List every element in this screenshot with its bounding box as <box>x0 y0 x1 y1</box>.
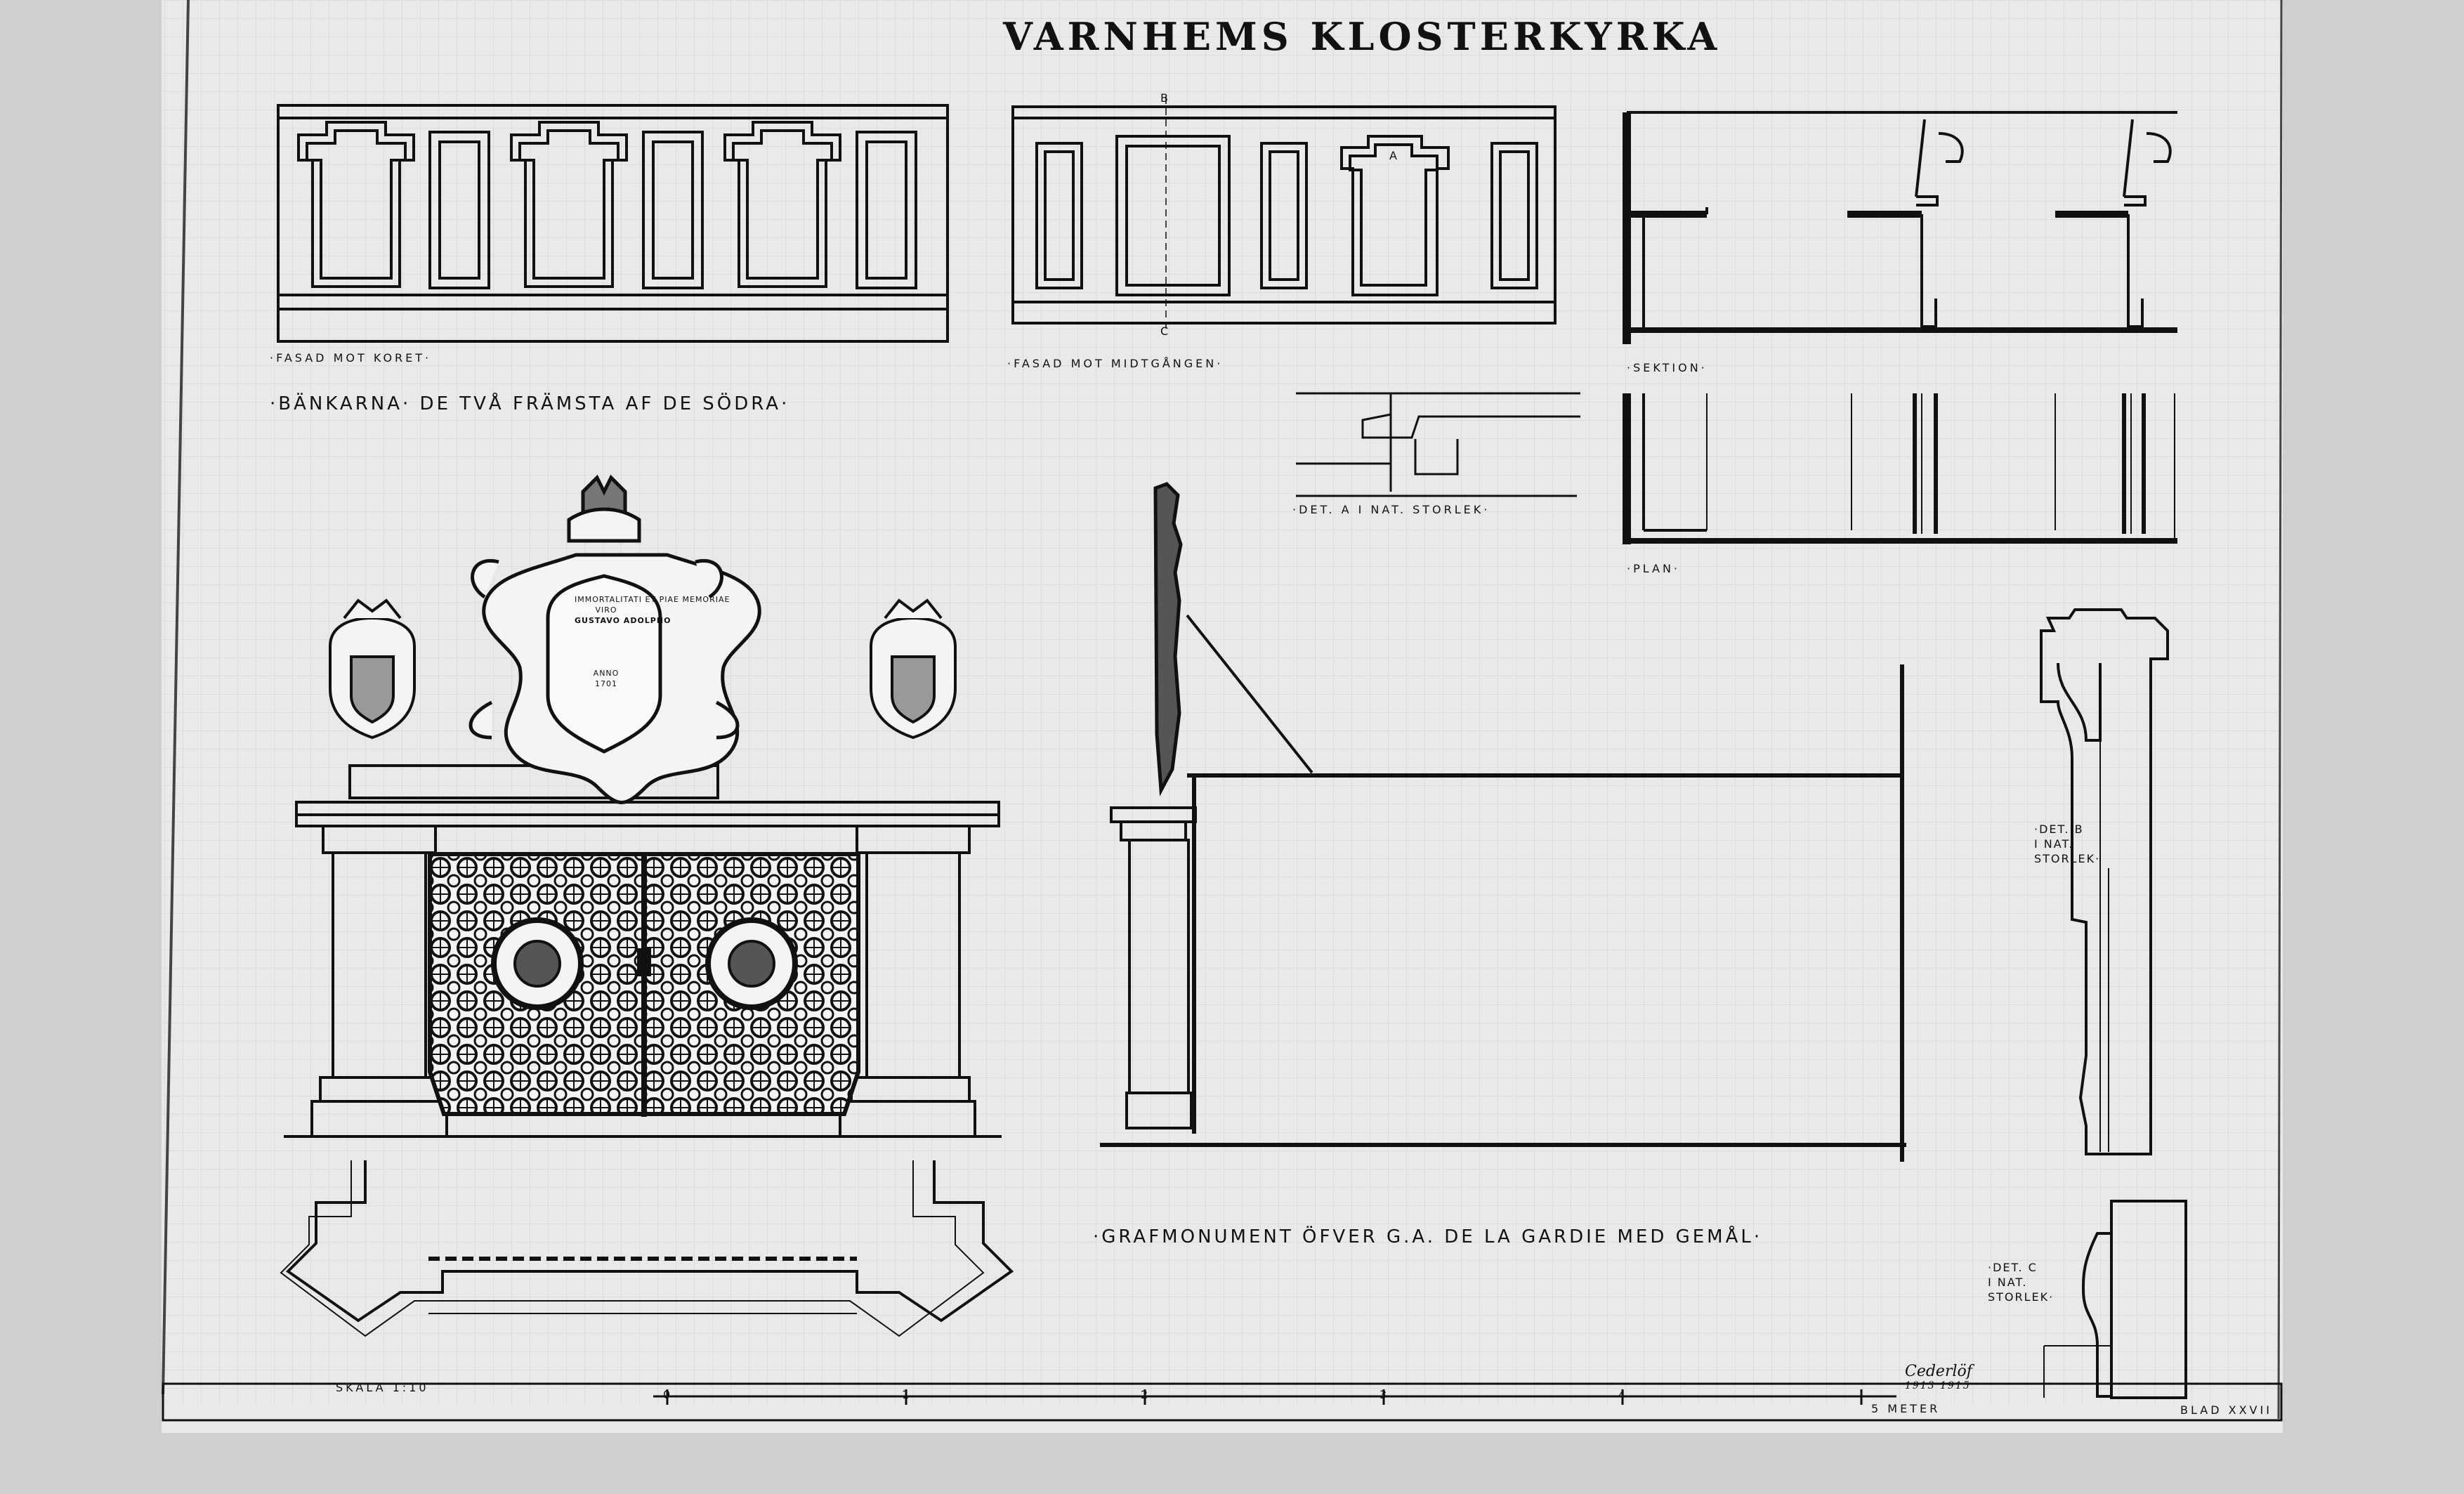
detail-c-profile <box>2043 1200 2187 1399</box>
facade-aisle-elevation <box>1011 97 1557 330</box>
section-drawing <box>1623 111 2177 344</box>
marker-c: C <box>1160 325 1172 338</box>
sheet-title: VARNHEMS KLOSTERKYRKA <box>1003 14 1722 59</box>
plaque-inscription: IMMORTALITATI ET PIAE MEMORIAE VIRO GUST… <box>575 595 729 688</box>
scale-bar <box>653 1389 1896 1405</box>
sheet-number: BLAD XXVII <box>2180 1403 2272 1417</box>
label-detail-c: ·DET. C I NAT. STORLEK· <box>1988 1261 2055 1304</box>
facade-choir-elevation <box>277 104 949 343</box>
scale-tick-5: 5 METER <box>1871 1402 1941 1415</box>
signature: Cederlöf 1913 1915 <box>1905 1363 1972 1391</box>
label-grave-monument: ·GRAFMONUMENT ÖFVER G.A. DE LA GARDIE ME… <box>1093 1226 1763 1247</box>
wrought-iron-gate <box>428 852 860 1117</box>
scale-tick-3: 3 <box>1380 1388 1390 1401</box>
monument-side-section <box>1100 482 1906 1162</box>
label-detail-b: ·DET. B I NAT. STORLEK· <box>2034 823 2101 865</box>
scale-label: SKALA 1:10 <box>336 1381 429 1394</box>
scale-tick-4: 4 <box>1618 1388 1629 1401</box>
border-frame <box>162 1382 2283 1422</box>
label-facade-aisle: ·FASAD MOT MIDTGÅNGEN· <box>1007 357 1224 370</box>
monument-front-elevation <box>284 764 1002 1138</box>
label-section: ·SEKTION· <box>1627 361 1708 374</box>
monument-plan <box>280 1160 1014 1337</box>
label-detail-a: ·DET. A I NAT. STORLEK· <box>1292 503 1490 516</box>
detail-a-profile <box>1296 392 1580 497</box>
label-facade-choir: ·FASAD MOT KORET· <box>270 351 432 365</box>
cartouche-crest <box>468 474 761 804</box>
label-plan: ·PLAN· <box>1627 562 1681 575</box>
coat-of-arms-left <box>329 598 416 740</box>
coat-of-arms-right <box>870 598 957 740</box>
marker-b: B <box>1160 91 1171 105</box>
marker-a: A <box>1389 149 1400 162</box>
plan-drawing <box>1623 393 2177 544</box>
scale-tick-1: 1 <box>902 1388 912 1401</box>
label-pews: ·BÄNKARNA· DE TVÅ FRÄMSTA AF DE SÖDRA· <box>270 393 790 414</box>
scale-tick-2: 2 <box>1141 1388 1151 1401</box>
detail-b-profile <box>2040 608 2169 1155</box>
scale-tick-0: 0 <box>663 1388 674 1401</box>
